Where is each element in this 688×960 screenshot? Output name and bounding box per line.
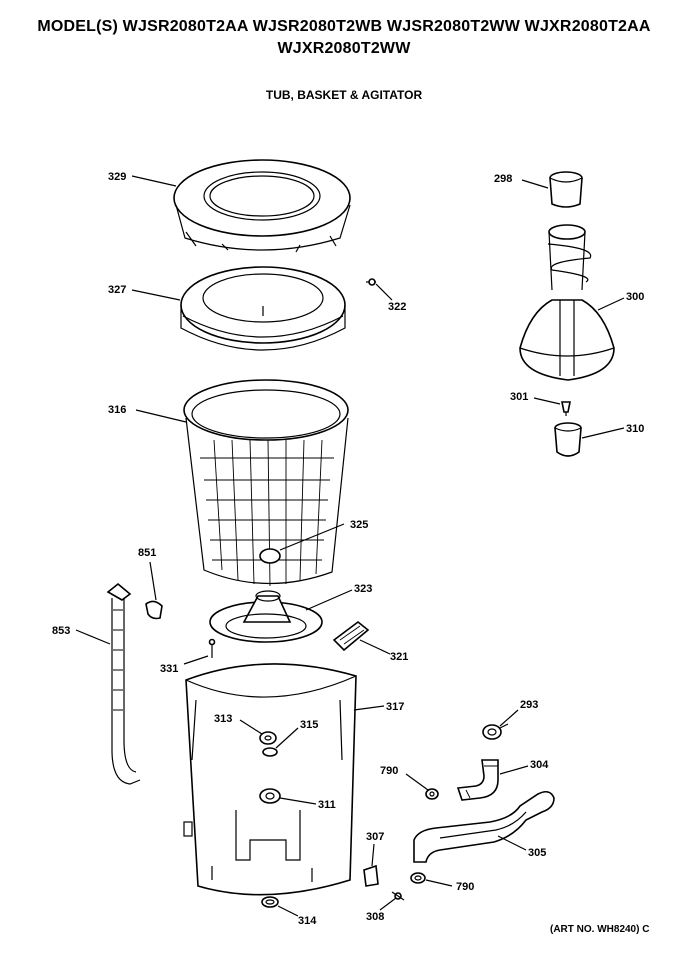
leader-310: [581, 427, 625, 439]
part-pump-hose-assembly[interactable]: [106, 582, 141, 785]
part-seal[interactable]: [259, 731, 277, 745]
label-307: 307: [366, 831, 384, 843]
leader-321: [359, 639, 391, 655]
leader-790a: [405, 773, 429, 791]
section-title: TUB, BASKET & AGITATOR: [265, 88, 423, 102]
leader-298: [521, 179, 549, 189]
part-o-ring[interactable]: [261, 896, 279, 908]
label-327: 327: [108, 284, 126, 296]
leader-304: [499, 765, 529, 775]
model-list-line-1: MODEL(S) WJSR2080T2AA WJSR2080T2WB WJSR2…: [37, 18, 651, 35]
label-308: 308: [366, 911, 384, 923]
label-311: 311: [318, 799, 336, 811]
label-305: 305: [528, 847, 546, 859]
label-310: 310: [626, 423, 644, 435]
model-list-line-2: WJXR2080T2WW: [277, 40, 411, 57]
leader-305: [497, 835, 527, 851]
label-331: 331: [160, 663, 178, 675]
part-washer[interactable]: [262, 747, 278, 757]
label-323: 323: [354, 583, 372, 595]
label-851: 851: [138, 547, 156, 559]
leader-313: [239, 719, 263, 735]
part-hub[interactable]: [209, 590, 323, 643]
label-790b: 790: [456, 881, 474, 893]
part-bracket[interactable]: [363, 864, 379, 887]
leader-314: [277, 905, 299, 917]
part-agitator[interactable]: [519, 224, 615, 381]
art-number: (ART NO. WH8240) C: [550, 924, 650, 935]
part-screw[interactable]: [366, 278, 376, 286]
label-314: 314: [298, 915, 317, 927]
part-screw-small[interactable]: [208, 638, 216, 659]
label-293: 293: [520, 699, 538, 711]
leader-307: [371, 843, 375, 867]
part-basket[interactable]: [183, 379, 349, 587]
leader-853: [75, 629, 111, 645]
label-790a: 790: [380, 765, 398, 777]
part-agitator-cap[interactable]: [549, 171, 583, 208]
label-322: 322: [388, 301, 406, 313]
label-325: 325: [350, 519, 368, 531]
leader-301: [533, 397, 561, 405]
part-bolt[interactable]: [561, 401, 571, 416]
part-pad[interactable]: [332, 620, 370, 652]
part-clip[interactable]: [145, 600, 163, 620]
label-317: 317: [386, 701, 404, 713]
label-321: 321: [390, 651, 408, 663]
label-315: 315: [300, 719, 318, 731]
label-313: 313: [214, 713, 232, 725]
label-316: 316: [108, 404, 126, 416]
part-balance-ring[interactable]: [180, 266, 346, 351]
leader-311: [279, 797, 317, 805]
leader-293: [499, 709, 519, 727]
leader-327: [131, 289, 181, 301]
leader-323: [305, 589, 353, 611]
leader-331: [183, 655, 209, 665]
label-301: 301: [510, 391, 528, 403]
part-clamp-a[interactable]: [425, 788, 439, 800]
leader-851: [149, 561, 157, 601]
leader-316: [135, 409, 187, 423]
part-drain-hose[interactable]: [413, 790, 555, 863]
leader-790b: [425, 879, 453, 887]
label-300: 300: [626, 291, 644, 303]
leader-329: [131, 175, 177, 187]
label-304: 304: [530, 759, 549, 771]
label-298: 298: [494, 173, 512, 185]
part-screw-bracket[interactable]: [391, 891, 405, 901]
part-tub-cover[interactable]: [173, 159, 351, 253]
part-hose[interactable]: [456, 759, 499, 801]
leader-308: [379, 897, 397, 911]
leader-300: [597, 297, 625, 311]
part-gasket[interactable]: [259, 788, 281, 804]
part-outer-tub[interactable]: [183, 663, 357, 896]
leader-322: [375, 283, 393, 301]
part-coupling[interactable]: [554, 422, 582, 457]
label-853: 853: [52, 625, 70, 637]
leader-325: [279, 523, 345, 551]
part-clamp-b[interactable]: [410, 872, 426, 884]
leader-315: [275, 727, 299, 749]
label-329: 329: [108, 171, 126, 183]
leader-317: [353, 705, 385, 711]
part-hose-clamp[interactable]: [482, 723, 509, 740]
